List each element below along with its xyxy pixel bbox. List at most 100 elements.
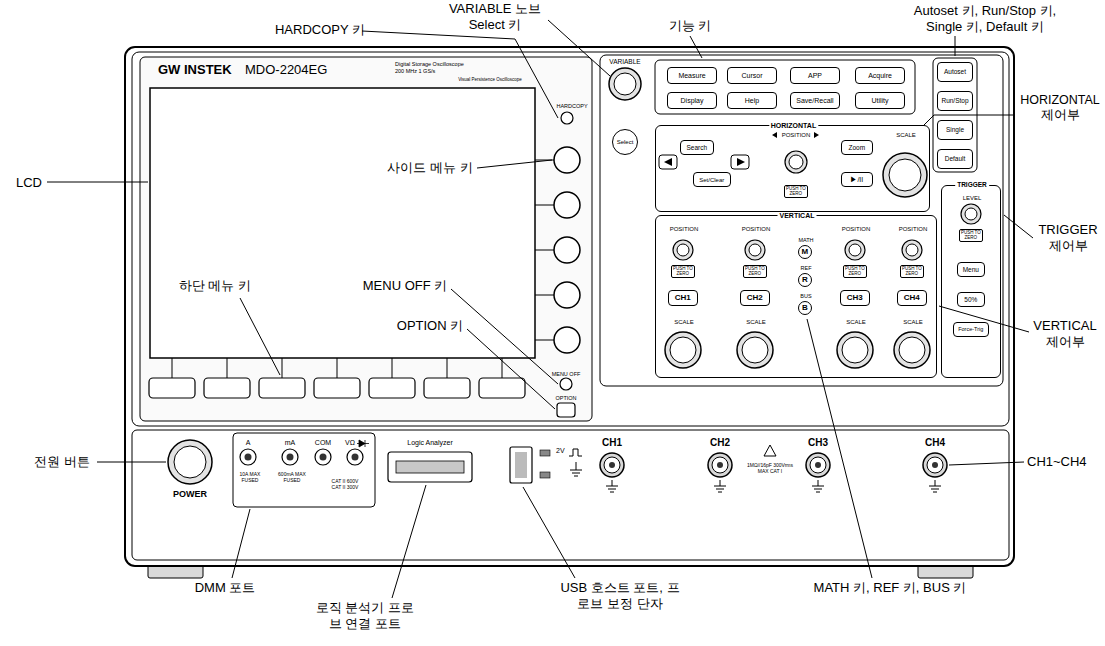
arrow-key [659, 155, 677, 169]
round-key: M [798, 245, 812, 259]
callout-label: HORIZONTAL 제어부 [1019, 93, 1101, 123]
section-text: SCALE [894, 132, 918, 138]
scale-knob [883, 153, 927, 197]
panel-text: MENU OFF [552, 371, 581, 378]
section-text: MATH [796, 238, 815, 244]
leader-line [392, 485, 426, 598]
key-text: Menu [963, 267, 979, 274]
hardcopy-key [561, 112, 573, 124]
panel-text: CAT II 600V CAT II 300V [328, 478, 362, 490]
key-text: Set/Clear [699, 177, 724, 183]
panel-text: Logic Analyzer [407, 439, 453, 447]
key-text: Help [745, 97, 759, 104]
panel-text: Digital Storage Oscilloscope [395, 61, 464, 68]
ground-symbol [570, 462, 582, 476]
panel-key: Set/Clear [693, 172, 731, 187]
lcd-screen [150, 88, 535, 358]
bottom-menu-key [479, 378, 525, 398]
key-text: Acquire [868, 72, 892, 79]
key-text: Utility [871, 97, 888, 104]
control-section: VERTICALPOSITIONPOSITIONPOSITIONPOSITION… [655, 215, 937, 378]
warning-triangle [764, 445, 776, 456]
panel-key: ▶/II [841, 172, 873, 187]
panel-text: HARDCOPY [556, 103, 587, 110]
panel-key: CH1 [668, 290, 698, 306]
dmm-jack-hole [320, 454, 327, 461]
arrow-symbol [772, 132, 819, 138]
diode-symbol [357, 440, 369, 447]
dmm-jack-hole [245, 454, 252, 461]
panel-text: 10A MAX FUSED [234, 471, 266, 483]
bnc-connector-ring [712, 457, 728, 473]
panel-key: Run/Stop [937, 91, 973, 111]
section-text: REF [799, 266, 814, 272]
panel-key: Menu [957, 262, 985, 277]
panel-key: CH3 [840, 290, 870, 306]
panel-key: Utility [855, 92, 905, 109]
panel-text: 200 MHz 1 GS/s [395, 68, 435, 75]
callout-label: Autoset 키, Run/Stop 키, Single 키, Default… [905, 3, 1065, 34]
bnc-connector-pin [932, 462, 938, 468]
panel-text: CH1 [602, 437, 622, 449]
callout-label: OPTION 키 [397, 318, 463, 334]
leader-line [97, 462, 166, 463]
leader-line [362, 31, 558, 118]
key-text: Zoom [848, 145, 865, 152]
model-name: MDO-2204EG [245, 62, 327, 78]
position-knob [785, 151, 807, 173]
level-knob [961, 204, 981, 224]
key-text: CH4 [904, 294, 920, 302]
bnc-connector-ring [810, 457, 826, 473]
push-to-zero-key: PUSH TO ZERO [959, 229, 983, 242]
side-menu-key [554, 147, 580, 173]
leader-line [467, 329, 555, 409]
push-to-zero-key: PUSH TO ZERO [784, 185, 808, 198]
key-text: Search [686, 145, 707, 152]
bottom-menu-key [369, 378, 415, 398]
position-knob [902, 240, 922, 260]
leader-line [690, 36, 702, 58]
section-text: SCALE [844, 319, 868, 325]
panel-text: CH4 [925, 437, 945, 449]
key-text: R [802, 276, 808, 284]
position-knob-cap [677, 244, 689, 256]
side-key-stem [535, 160, 554, 340]
section-text: POSITION [668, 226, 701, 232]
dmm-jack [282, 449, 298, 465]
dmm-frame [233, 433, 375, 507]
leader-line [955, 36, 956, 56]
lower-panel [132, 430, 1009, 560]
upper-panel [132, 52, 1009, 426]
round-key: Select [612, 129, 638, 155]
key-text: CH1 [675, 294, 691, 302]
callout-label: 전원 버튼 [34, 454, 90, 470]
panel-text: OPTION [555, 395, 576, 402]
panel-text: CH2 [710, 437, 730, 449]
scale-knob [894, 332, 930, 368]
key-text: PUSH TO ZERO [785, 187, 807, 196]
section-text: POSITION [780, 132, 813, 138]
key-text: Single [946, 127, 964, 134]
key-text: PUSH TO ZERO [844, 267, 866, 276]
power-button-cap [174, 446, 206, 478]
scale-knob [837, 332, 873, 368]
bottom-key-stem [172, 358, 502, 378]
bnc-connector [806, 453, 830, 477]
bnc-connector-pin [609, 462, 615, 468]
bottom-menu-key [259, 378, 305, 398]
callout-label: CH1~CH4 [1027, 454, 1087, 470]
scale-knob-cap [899, 337, 925, 363]
bottom-menu-key [424, 378, 470, 398]
panel-text: 2V [556, 447, 565, 455]
key-text: B [802, 304, 808, 312]
callout-label: 로직 분석기 프로브 연결 포트 [313, 600, 418, 631]
dmm-jack [347, 449, 363, 465]
level-knob-cap [965, 208, 977, 220]
round-key: R [798, 273, 812, 287]
arrow-symbol [664, 158, 672, 166]
panel-key: Default [937, 149, 973, 169]
key-text: Force-Trig [958, 327, 983, 333]
scale-knob [737, 332, 773, 368]
panel-text: VARIABLE [609, 58, 640, 66]
